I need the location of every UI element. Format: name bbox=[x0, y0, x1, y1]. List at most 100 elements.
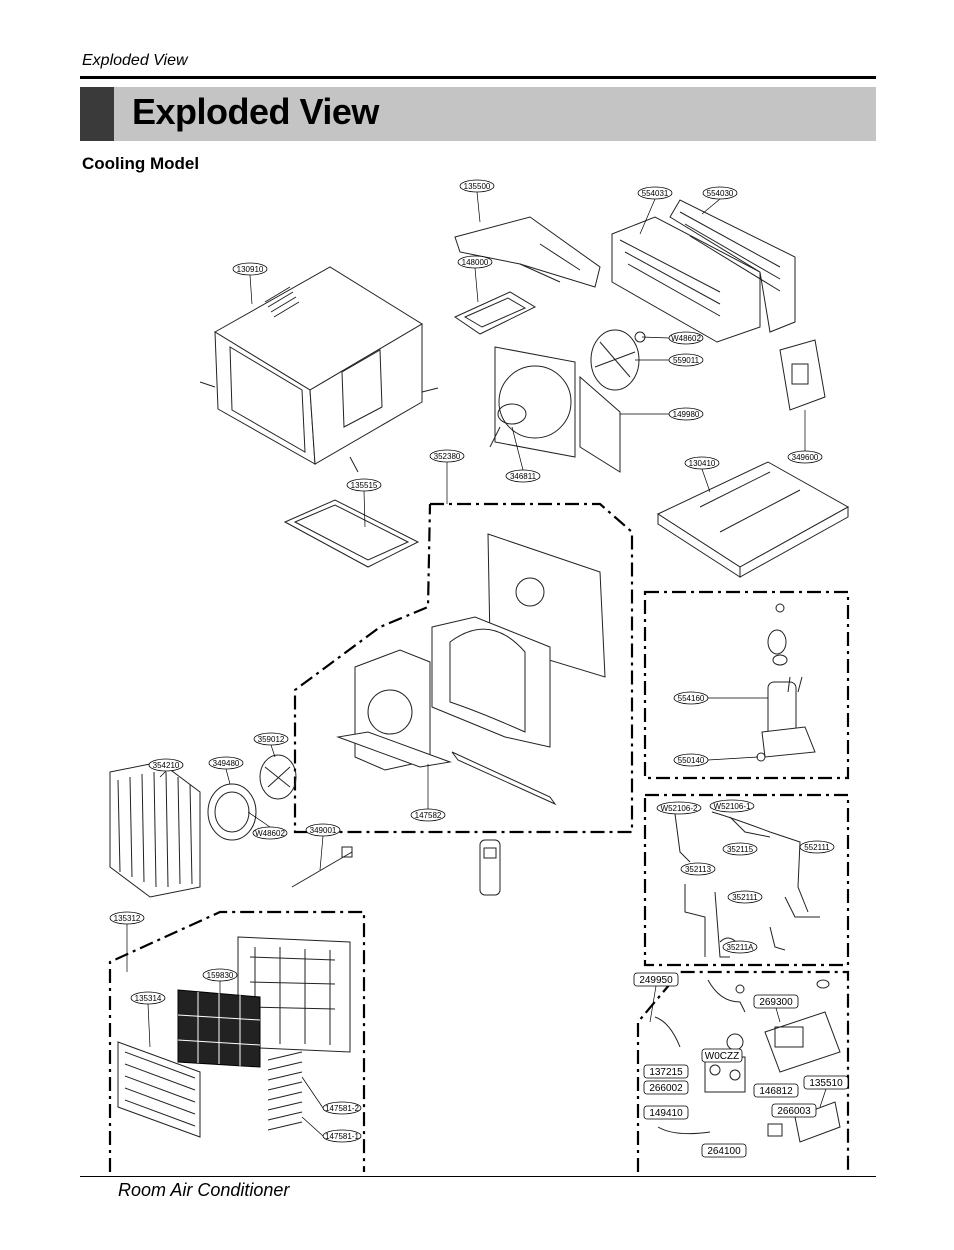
part-label: W0CZZ bbox=[701, 1048, 743, 1063]
svg-text:130910: 130910 bbox=[237, 265, 264, 274]
evaporator-housing-drawing bbox=[336, 533, 606, 806]
sensor-rod-drawing bbox=[291, 851, 353, 888]
svg-text:135510: 135510 bbox=[809, 1078, 843, 1089]
part-label: 359012 bbox=[253, 732, 289, 746]
running-header: Exploded View bbox=[82, 52, 188, 69]
part-label: 346811 bbox=[505, 469, 541, 483]
part-label: 146812 bbox=[753, 1083, 799, 1098]
footer-rule bbox=[80, 1176, 876, 1177]
svg-text:554160: 554160 bbox=[678, 694, 705, 703]
part-label: 148000 bbox=[457, 255, 493, 269]
svg-text:W48602: W48602 bbox=[671, 334, 701, 343]
louvers-drawing bbox=[267, 1051, 303, 1131]
part-label: 349480 bbox=[208, 756, 244, 770]
svg-text:554030: 554030 bbox=[707, 189, 734, 198]
air-guide-drawing bbox=[283, 499, 420, 568]
part-label: W52106-1 bbox=[709, 799, 755, 813]
svg-text:552111: 552111 bbox=[804, 843, 830, 852]
part-label: 147581-2 bbox=[322, 1101, 362, 1115]
part-label: W48602 bbox=[668, 331, 704, 345]
part-label: 135515 bbox=[346, 478, 382, 492]
part-label: 35211A bbox=[722, 940, 758, 954]
svg-text:147582: 147582 bbox=[415, 811, 442, 820]
part-label: 349600 bbox=[787, 450, 823, 464]
svg-text:352115: 352115 bbox=[727, 845, 754, 854]
banner-tab bbox=[80, 87, 114, 141]
part-label: 130410 bbox=[684, 456, 720, 470]
svg-text:35211A: 35211A bbox=[727, 943, 755, 952]
motor-bracket-drawing bbox=[779, 339, 826, 411]
svg-text:W52106-2: W52106-2 bbox=[661, 804, 698, 813]
svg-text:346811: 346811 bbox=[510, 472, 537, 481]
svg-text:135314: 135314 bbox=[135, 994, 162, 1003]
svg-text:W0CZZ: W0CZZ bbox=[705, 1051, 739, 1062]
part-label: 135510 bbox=[803, 1075, 849, 1090]
part-label: 147581-1 bbox=[322, 1129, 362, 1143]
part-label: 349001 bbox=[305, 823, 341, 837]
remote-control-drawing bbox=[479, 839, 501, 896]
svg-text:148000: 148000 bbox=[462, 258, 489, 267]
svg-text:W48602: W48602 bbox=[255, 829, 285, 838]
part-label: 269300 bbox=[753, 994, 799, 1009]
page-title: Exploded View bbox=[132, 91, 379, 132]
part-label: W48602 bbox=[252, 826, 288, 840]
part-label: 135314 bbox=[130, 991, 166, 1005]
svg-text:147581-1: 147581-1 bbox=[325, 1132, 359, 1141]
svg-text:149980: 149980 bbox=[673, 410, 700, 419]
filter-drawing bbox=[177, 989, 261, 1068]
part-label: 130910 bbox=[232, 262, 268, 276]
part-label: 352380 bbox=[429, 449, 465, 463]
refrigerant-tubing-drawing bbox=[674, 811, 820, 958]
top-cover-drawing bbox=[454, 216, 601, 288]
part-label: 149980 bbox=[668, 407, 704, 421]
svg-text:349001: 349001 bbox=[310, 826, 337, 835]
part-label: 554160 bbox=[673, 691, 709, 705]
part-label: 264100 bbox=[701, 1143, 747, 1158]
exploded-view-diagram: 135500 554031 554030 130910 148000 W4860… bbox=[108, 179, 850, 1172]
base-pan-drawing bbox=[656, 461, 850, 578]
part-label: 550140 bbox=[673, 753, 709, 767]
svg-text:147581-2: 147581-2 bbox=[325, 1104, 359, 1113]
svg-text:135312: 135312 bbox=[114, 914, 141, 923]
part-label: 149410 bbox=[643, 1105, 689, 1120]
front-panel-drawing bbox=[117, 1041, 201, 1138]
svg-text:559011: 559011 bbox=[673, 356, 700, 365]
svg-text:352380: 352380 bbox=[434, 452, 461, 461]
part-label: 352111 bbox=[727, 890, 763, 904]
header-rule bbox=[80, 76, 876, 79]
leader-lines bbox=[126, 191, 827, 1137]
svg-text:550140: 550140 bbox=[678, 756, 705, 765]
part-label: 147582 bbox=[410, 808, 446, 822]
fan-motor-assembly-drawing bbox=[489, 329, 646, 473]
condenser-coils-drawing bbox=[611, 199, 796, 343]
part-label: 137215 bbox=[643, 1064, 689, 1079]
part-label: 354210 bbox=[148, 758, 184, 772]
svg-text:249950: 249950 bbox=[639, 975, 673, 986]
part-label: 266003 bbox=[771, 1103, 817, 1118]
part-label: 352113 bbox=[680, 862, 716, 876]
part-label: 159830 bbox=[202, 968, 238, 982]
bracket-drawing bbox=[453, 291, 537, 335]
svg-text:349600: 349600 bbox=[792, 453, 819, 462]
svg-text:159830: 159830 bbox=[207, 971, 234, 980]
part-label: 559011 bbox=[668, 353, 704, 367]
footer-text: Room Air Conditioner bbox=[118, 1180, 290, 1200]
svg-text:149410: 149410 bbox=[649, 1108, 683, 1119]
svg-text:352111: 352111 bbox=[732, 893, 758, 902]
part-label: 135500 bbox=[459, 179, 495, 193]
orifice-ring-drawing bbox=[207, 783, 257, 841]
svg-text:354210: 354210 bbox=[153, 761, 180, 770]
part-label: 554031 bbox=[637, 186, 673, 200]
group-boundaries bbox=[108, 502, 850, 1172]
svg-text:135515: 135515 bbox=[351, 481, 378, 490]
compressor-drawing bbox=[756, 603, 816, 762]
part-label: 352115 bbox=[722, 842, 758, 856]
evaporator-coil-drawing bbox=[109, 761, 201, 898]
svg-text:146812: 146812 bbox=[759, 1086, 793, 1097]
electrical-parts-drawing bbox=[654, 979, 841, 1143]
svg-text:130410: 130410 bbox=[689, 459, 716, 468]
part-label: 554030 bbox=[702, 186, 738, 200]
part-label: 266002 bbox=[643, 1080, 689, 1095]
svg-text:266002: 266002 bbox=[649, 1083, 683, 1094]
cabinet-drawing bbox=[199, 266, 439, 473]
